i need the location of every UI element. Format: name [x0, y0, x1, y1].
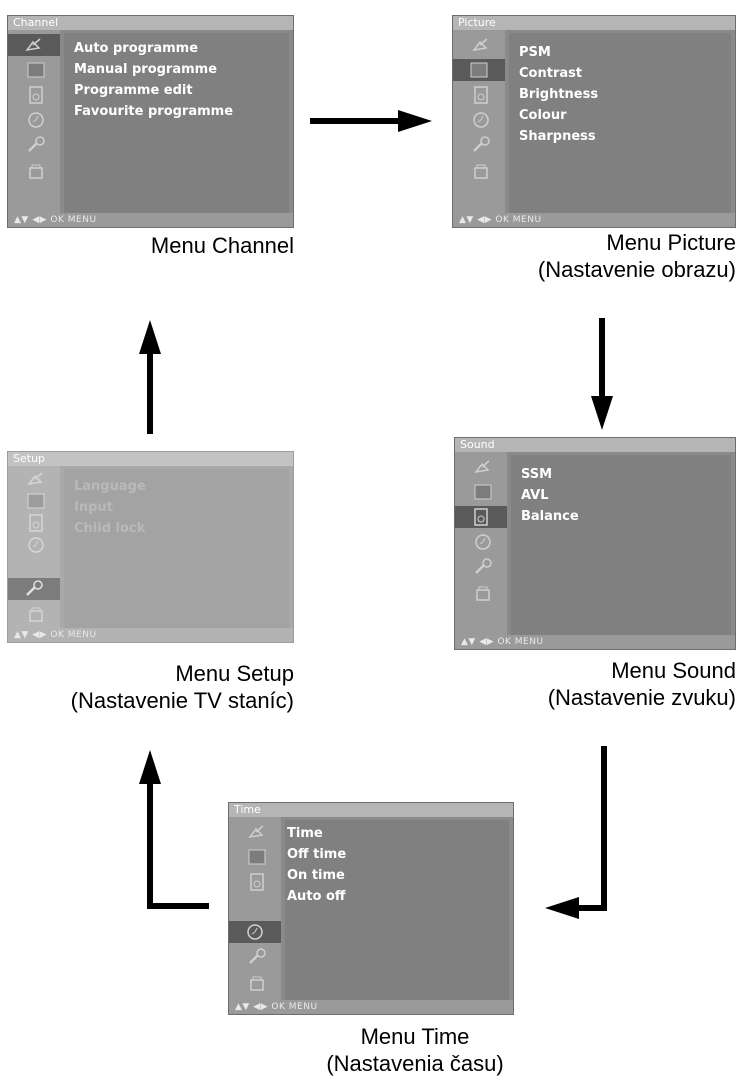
satellite-dish-icon	[16, 468, 56, 490]
picture-square-icon	[16, 59, 56, 81]
lock-icon	[463, 581, 503, 603]
caption-line1: Menu Time	[360, 1024, 470, 1049]
menu-footer-hint: ▲▼ ◀▶ OK MENU	[453, 213, 735, 227]
icon-column	[453, 30, 505, 213]
icon-column	[229, 817, 281, 1000]
caption-line2: (Nastavenia času)	[326, 1051, 504, 1076]
option-programme-edit[interactable]: Programme edit	[74, 83, 193, 98]
menu-sound-screen: Sound SSM AVL Balance ▲▼ ◀▶ OK MENU	[454, 437, 736, 650]
options-list: Auto programme Manual programme Programm…	[74, 38, 233, 122]
icon-column	[8, 30, 60, 213]
option-off-time[interactable]: Off time	[287, 847, 347, 862]
picture-square-icon	[16, 490, 56, 512]
option-psm[interactable]: PSM	[519, 45, 551, 60]
menu-footer-hint: ▲▼ ◀▶ OK MENU	[455, 635, 735, 649]
options-list: Language Input Child lock	[74, 476, 146, 539]
option-manual-programme[interactable]: Manual programme	[74, 62, 218, 77]
menu-footer-hint: ▲▼ ◀▶ OK MENU	[8, 628, 293, 642]
menu-time-screen: Time Time Off time On time Auto off ▲▼ ◀…	[228, 802, 514, 1015]
caption-picture: Menu Picture (Nastavenie obrazu)	[440, 229, 736, 283]
menu-footer-hint: ▲▼ ◀▶ OK MENU	[8, 213, 293, 227]
menu-title: Sound	[455, 438, 735, 452]
menu-title: Channel	[8, 16, 293, 30]
menu-channel-screen: Channel Auto programme Manual programme …	[7, 15, 294, 228]
caption-sound: Menu Sound (Nastavenie zvuku)	[440, 657, 736, 711]
arrow-picture-to-sound	[591, 318, 613, 430]
option-ssm[interactable]: SSM	[521, 467, 553, 482]
picture-square-icon	[463, 481, 503, 503]
arrow-setup-to-channel	[139, 320, 161, 434]
icon-column	[455, 452, 507, 635]
menu-picture-screen: Picture PSM Contrast Brightness Colour S…	[452, 15, 736, 228]
option-avl[interactable]: AVL	[521, 488, 549, 503]
option-brightness[interactable]: Brightness	[519, 87, 599, 102]
options-pane	[64, 33, 289, 213]
caption-time: Menu Time (Nastavenia času)	[290, 1023, 540, 1077]
speaker-icon	[455, 506, 507, 528]
clock-icon	[461, 109, 501, 131]
caption-channel: Menu Channel	[100, 232, 294, 259]
lock-icon	[16, 159, 56, 181]
menu-title: Picture	[453, 16, 735, 30]
menu-title: Setup	[8, 452, 293, 466]
speaker-icon	[461, 84, 501, 106]
lock-icon	[237, 971, 277, 993]
caption-line2: (Nastavenie zvuku)	[547, 685, 736, 710]
satellite-dish-icon	[237, 821, 277, 843]
lock-icon	[16, 602, 56, 624]
clock-icon	[16, 109, 56, 131]
options-pane	[511, 455, 731, 635]
arrow-channel-to-picture	[310, 110, 432, 132]
caption-line1: Menu Channel	[150, 233, 294, 258]
menu-setup-screen: Setup Language Input Child lock ▲▼ ◀▶ OK…	[7, 451, 294, 643]
satellite-dish-icon	[463, 456, 503, 478]
wrench-icon	[8, 578, 60, 600]
speaker-icon	[16, 512, 56, 534]
speaker-icon	[237, 871, 277, 893]
lock-icon	[461, 159, 501, 181]
menu-footer-hint: ▲▼ ◀▶ OK MENU	[229, 1000, 513, 1014]
arrow-sound-to-time	[545, 746, 607, 919]
option-time[interactable]: Time	[287, 826, 323, 841]
options-list: Time Off time On time Auto off	[287, 823, 346, 907]
options-pane	[285, 820, 509, 1000]
option-colour[interactable]: Colour	[519, 108, 567, 123]
speaker-icon	[16, 84, 56, 106]
satellite-dish-icon	[8, 34, 60, 56]
option-child-lock[interactable]: Child lock	[74, 521, 146, 536]
wrench-icon	[237, 946, 277, 968]
options-list: SSM AVL Balance	[521, 464, 579, 527]
caption-line2: (Nastavenie obrazu)	[537, 257, 736, 282]
icon-column	[8, 466, 60, 628]
option-favourite-programme[interactable]: Favourite programme	[74, 104, 234, 119]
wrench-icon	[463, 556, 503, 578]
caption-setup: Menu Setup (Nastavenie TV staníc)	[10, 660, 294, 714]
picture-square-icon	[237, 846, 277, 868]
caption-line1: Menu Sound	[611, 658, 736, 683]
option-auto-off[interactable]: Auto off	[287, 889, 346, 904]
arrow-time-to-setup	[139, 750, 209, 909]
wrench-icon	[16, 134, 56, 156]
option-on-time[interactable]: On time	[287, 868, 345, 883]
caption-line1: Menu Picture	[606, 230, 736, 255]
clock-icon	[229, 921, 281, 943]
picture-square-icon	[453, 59, 505, 81]
satellite-dish-icon	[461, 34, 501, 56]
caption-line1: Menu Setup	[175, 661, 294, 686]
options-pane	[64, 469, 289, 628]
option-sharpness[interactable]: Sharpness	[519, 129, 596, 144]
option-balance[interactable]: Balance	[521, 509, 579, 524]
option-language[interactable]: Language	[74, 479, 146, 494]
clock-icon	[463, 531, 503, 553]
option-auto-programme[interactable]: Auto programme	[74, 41, 199, 56]
options-list: PSM Contrast Brightness Colour Sharpness	[519, 42, 598, 147]
option-input[interactable]: Input	[74, 500, 113, 515]
clock-icon	[16, 534, 56, 556]
options-pane	[509, 33, 731, 213]
wrench-icon	[461, 134, 501, 156]
caption-line2: (Nastavenie TV staníc)	[70, 688, 294, 713]
option-contrast[interactable]: Contrast	[519, 66, 583, 81]
menu-title: Time	[229, 803, 513, 817]
